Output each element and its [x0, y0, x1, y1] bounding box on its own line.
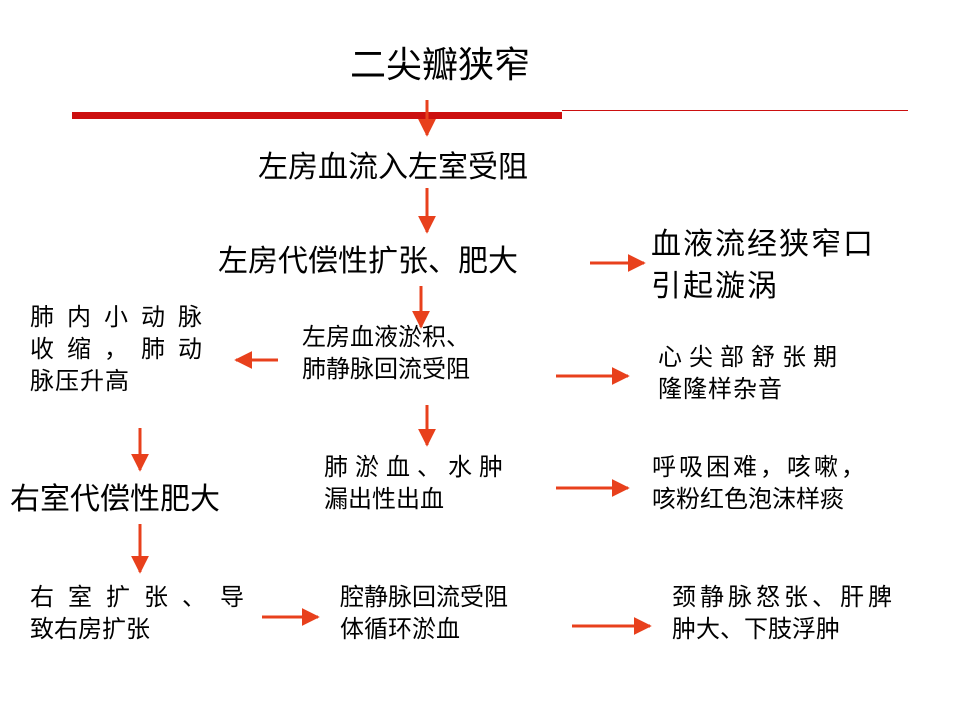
node-pulm-edema-line1: 肺淤血、水肿: [324, 453, 510, 481]
node-la-congestion-line1: 左房血液淤积、: [302, 323, 470, 351]
node-signs-line2: 肿大、下肢浮肿: [672, 614, 840, 643]
node-pulm-edema-line2: 漏出性出血: [324, 484, 444, 513]
node-diastolic-murmur-line1: 心尖部舒张期: [658, 343, 844, 371]
node-signs: 颈静脉怒张、肝脾 肿大、下肢浮肿: [672, 582, 896, 646]
node-pulm-hypertension-line1: 肺内小动脉: [30, 303, 215, 331]
node-dyspnea-line1: 呼吸困难，咳嗽，: [652, 453, 868, 481]
node-dyspnea: 呼吸困难，咳嗽， 咳粉红色泡沫样痰: [652, 452, 868, 516]
title-rule-thick: [72, 112, 562, 119]
node-systemic-congestion-line1: 腔静脉回流受阻: [340, 583, 508, 611]
node-signs-line1: 颈静脉怒张、肝脾: [672, 583, 896, 611]
node-pulm-edema: 肺淤血、水肿 漏出性出血: [324, 452, 510, 516]
node-dyspnea-line2: 咳粉红色泡沫样痰: [652, 484, 844, 513]
node-systemic-congestion: 腔静脉回流受阻 体循环淤血: [340, 582, 508, 646]
node-la-congestion-line2: 肺静脉回流受阻: [302, 354, 470, 383]
node-stenosis-vortex-line1: 血液流经狭窄口: [651, 227, 875, 262]
node-diastolic-murmur-line2: 隆隆样杂音: [658, 374, 783, 403]
node-ra-dilation-line1: 右室扩张、导: [30, 583, 258, 611]
node-stenosis-vortex-line2: 引起漩涡: [651, 269, 779, 304]
node-systemic-congestion-line2: 体循环淤血: [340, 614, 460, 643]
node-diastolic-murmur: 心尖部舒张期 隆隆样杂音: [658, 342, 844, 406]
node-la-congestion: 左房血液淤积、 肺静脉回流受阻: [302, 322, 470, 386]
node-pulm-hypertension-line2: 收缩，肺动: [30, 334, 215, 363]
node-rv-hypertrophy: 右室代偿性肥大: [10, 482, 220, 517]
node-ra-dilation: 右室扩张、导 致右房扩张: [30, 582, 258, 646]
node-stenosis-vortex: 血液流经狭窄口 引起漩涡: [651, 224, 875, 308]
node-la-hypertrophy: 左房代偿性扩张、肥大: [218, 244, 518, 279]
title-rule-thin: [562, 110, 908, 111]
page-title: 二尖瓣狭窄: [350, 45, 531, 86]
node-la-obstruct: 左房血流入左室受阻: [258, 150, 528, 185]
node-pulm-hypertension-line3: 脉压升高: [30, 366, 130, 395]
node-ra-dilation-line2: 致右房扩张: [30, 614, 150, 643]
node-pulm-hypertension: 肺内小动脉 收缩，肺动 脉压升高: [30, 302, 215, 398]
